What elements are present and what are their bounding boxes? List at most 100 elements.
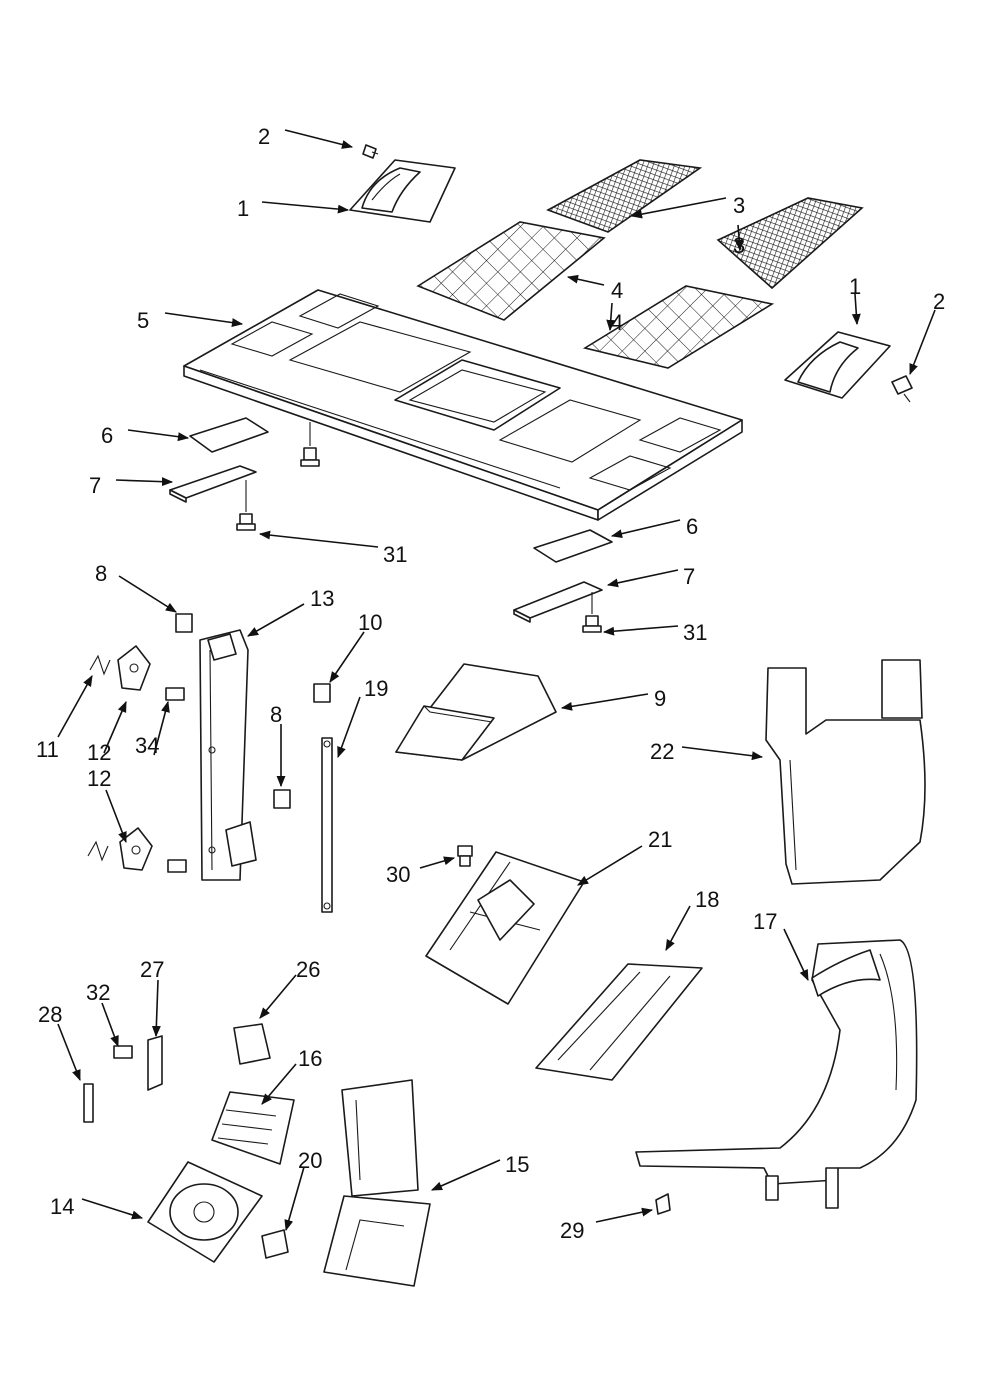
- part-callout-label: 4: [611, 278, 623, 303]
- leader-line: [665, 905, 691, 951]
- cover-part: [533, 529, 613, 563]
- part-callout-label: 6: [686, 514, 698, 539]
- part-callout-label: 21: [648, 827, 672, 852]
- leader-line: [734, 224, 744, 252]
- spring-part: [89, 654, 111, 676]
- leader-line: [81, 1198, 144, 1220]
- part-callout-label: 28: [38, 1002, 62, 1027]
- leader-line: [630, 197, 727, 219]
- leader-line: [284, 1166, 305, 1232]
- part-callout-label: 14: [50, 1194, 74, 1219]
- part-callout-label: 13: [310, 586, 334, 611]
- leader-line: [153, 700, 170, 756]
- screw-part: [167, 859, 187, 873]
- clip-part: [655, 1193, 671, 1215]
- switch-part: [175, 613, 193, 633]
- leader-line: [909, 309, 936, 376]
- grease-filter-part: [416, 221, 606, 321]
- leader-line: [101, 1002, 119, 1048]
- light-bulb-part: [362, 144, 379, 159]
- leader-line: [606, 569, 679, 588]
- spring-part: [87, 840, 109, 862]
- switch-part: [273, 789, 291, 809]
- part-callout-label: 12: [87, 766, 111, 791]
- part-callout-label: 22: [650, 739, 674, 764]
- leader-line: [430, 1159, 501, 1191]
- screw-part: [300, 422, 320, 467]
- leader-line: [577, 845, 643, 886]
- part-callout-label: 31: [383, 542, 407, 567]
- leader-line: [602, 625, 679, 636]
- fuse-part: [83, 1083, 94, 1123]
- part-callout-label: 7: [89, 473, 101, 498]
- bracket-part: [535, 963, 703, 1081]
- leader-line: [164, 312, 244, 328]
- part-callout-label: 26: [296, 957, 320, 982]
- part-callout-label: 3: [733, 233, 745, 258]
- leader-line: [261, 201, 350, 214]
- part-callout-label: 2: [258, 124, 270, 149]
- part-callout-label: 11: [36, 737, 59, 762]
- part-callout-label: 27: [140, 957, 164, 982]
- bracket-part: [147, 1035, 163, 1091]
- screw-part: [236, 480, 256, 531]
- leader-line: [419, 856, 456, 869]
- air-duct-part: [395, 663, 557, 761]
- leader-line: [105, 789, 127, 844]
- part-callout-label: 2: [933, 289, 945, 314]
- cover-part: [189, 417, 269, 453]
- part-callout-label: 16: [298, 1046, 322, 1071]
- part-callout-label: 1: [849, 274, 861, 299]
- part-callout-label: 20: [298, 1148, 322, 1173]
- part-callout-label: 15: [505, 1152, 529, 1177]
- leader-line: [566, 274, 605, 286]
- screw-part: [165, 687, 185, 701]
- bracket-part: [233, 1023, 271, 1065]
- part-callout-label: 29: [560, 1218, 584, 1243]
- leader-line: [151, 979, 161, 1038]
- light-housing-part: [784, 331, 891, 399]
- part-callout-label: 12: [87, 740, 111, 765]
- latch-part: [117, 645, 151, 691]
- control-housing-part: [323, 1079, 431, 1287]
- leader-line: [610, 519, 681, 539]
- light-housing-part: [349, 159, 456, 223]
- part-callout-label: 8: [95, 561, 107, 586]
- leader-line: [329, 631, 365, 683]
- mounting-module-part: [425, 851, 585, 1005]
- leader-line: [247, 603, 305, 637]
- lamp-plate-part: [169, 465, 257, 503]
- sensor-part: [261, 1229, 289, 1259]
- screw-part: [113, 1045, 133, 1059]
- part-callout-label: 5: [137, 308, 149, 333]
- charcoal-filter-part: [716, 197, 864, 290]
- part-callout-label: 19: [364, 676, 388, 701]
- frame-part: [635, 939, 918, 1209]
- lamp-plate-part: [513, 581, 603, 623]
- part-callout-label: 9: [654, 686, 666, 711]
- leader-line: [337, 696, 361, 759]
- charcoal-filter-part: [546, 159, 703, 233]
- switch-part: [313, 683, 331, 703]
- leader-line: [284, 129, 354, 149]
- part-callout-label: 4: [611, 310, 623, 335]
- leader-line: [57, 1023, 81, 1082]
- door-rod-part: [321, 737, 333, 913]
- control-board-part: [211, 1091, 295, 1165]
- leader-line: [783, 928, 809, 982]
- cooling-fan-part: [147, 1161, 263, 1263]
- part-callout-label: 17: [753, 909, 777, 934]
- leader-line: [681, 746, 764, 761]
- part-callout-label: 18: [695, 887, 719, 912]
- part-callout-label: 8: [270, 702, 282, 727]
- leader-line: [258, 530, 379, 548]
- leader-line: [560, 693, 649, 711]
- screw-part: [457, 845, 473, 867]
- leader-line: [595, 1207, 654, 1223]
- leader-line: [103, 700, 127, 754]
- screw-part: [582, 592, 602, 633]
- part-callout-label: 34: [135, 733, 159, 758]
- part-callout-label: 3: [733, 193, 745, 218]
- leader-line: [127, 429, 190, 442]
